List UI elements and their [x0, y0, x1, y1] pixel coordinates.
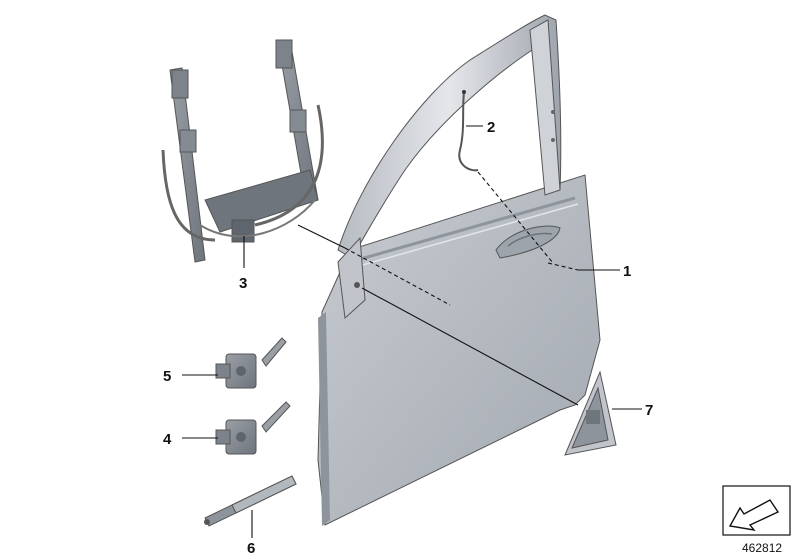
callout-1: 1	[623, 263, 631, 280]
callout-4: 4	[163, 431, 172, 448]
door-shell	[317, 14, 601, 526]
callout-5: 5	[163, 368, 171, 385]
door-character-line	[349, 196, 576, 264]
mirror-triangle-trim	[564, 370, 617, 456]
upper-door-hinge	[215, 337, 287, 389]
door-cable	[458, 90, 479, 172]
orientation-box	[722, 485, 791, 536]
lower-door-hinge	[215, 401, 291, 455]
callout-labels: 1 2 3 4 5 6 7	[163, 119, 653, 557]
window-regulator	[161, 39, 324, 263]
callout-2: 2	[487, 119, 495, 136]
callout-6: 6	[247, 540, 255, 557]
callout-3: 3	[239, 275, 247, 292]
direction-arrow-icon	[728, 499, 780, 531]
document-number: 462812	[742, 541, 782, 555]
door-check-strut	[204, 475, 297, 527]
callout-7: 7	[645, 402, 653, 419]
leader-lines	[182, 125, 642, 538]
door-front-edge	[318, 312, 330, 526]
